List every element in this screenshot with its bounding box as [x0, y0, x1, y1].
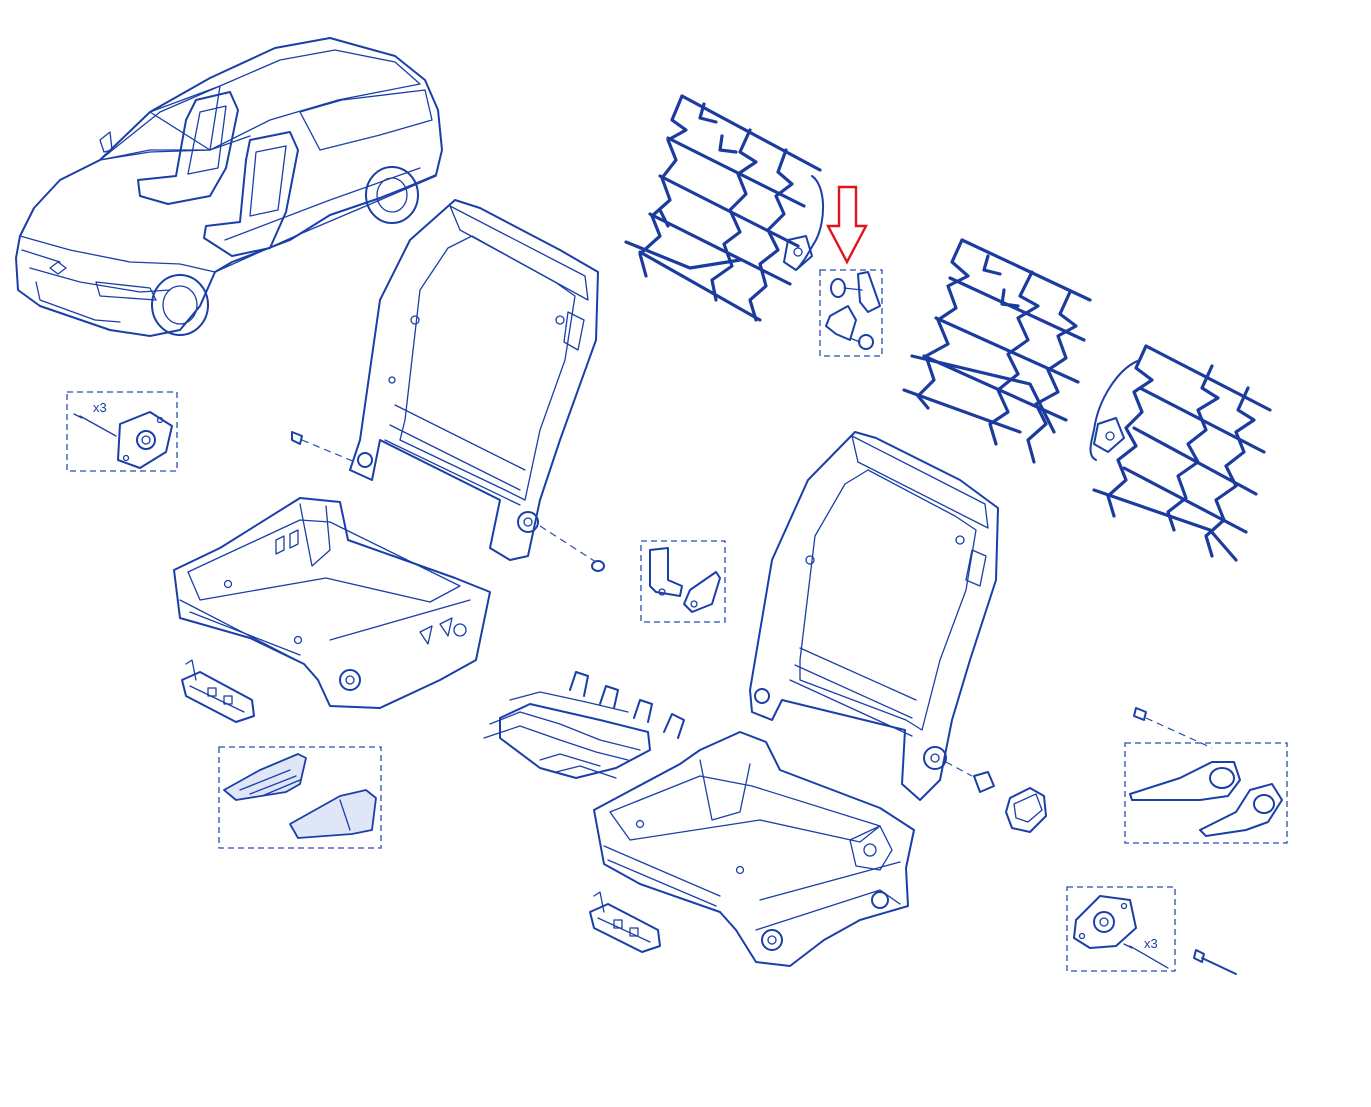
- bolt-icon: [1123, 943, 1169, 969]
- quantity-label-right: x3: [1144, 936, 1158, 951]
- recliner-knob: [1005, 787, 1047, 833]
- left-seat-base-frame: [173, 497, 491, 709]
- right-seat-base-frame: [593, 731, 915, 967]
- vehicle-overview: [15, 37, 443, 337]
- recliner-hinge-left-kit: x3: [66, 391, 178, 472]
- left-backrest-spring-mat: [624, 94, 825, 322]
- bolt-icon: [73, 413, 117, 437]
- recliner-hinge-right: [1073, 895, 1137, 949]
- screw-icon: [1193, 949, 1237, 975]
- seat-rail-clip-right: [589, 891, 661, 953]
- recliner-lever-kit: [1124, 707, 1288, 844]
- recliner-hinge-left: [117, 411, 173, 469]
- seat-rail-clip-left: [181, 659, 255, 723]
- seat-side-trim-kit: [218, 746, 382, 849]
- seat-cushion-spring-mat: [483, 671, 685, 779]
- callout-arrow-icon: [826, 185, 868, 265]
- left-seatback-frame: [291, 199, 605, 572]
- right-seatback-frame: [749, 431, 999, 801]
- lumbar-clip-kit: [819, 269, 883, 357]
- recliner-hinge-right-kit: x3: [1066, 886, 1237, 975]
- backrest-spring-mat-outer: [1089, 344, 1272, 562]
- quantity-label-left: x3: [93, 400, 107, 415]
- mounting-bracket-kit: [640, 540, 726, 623]
- right-backrest-spring-mat: [902, 238, 1092, 464]
